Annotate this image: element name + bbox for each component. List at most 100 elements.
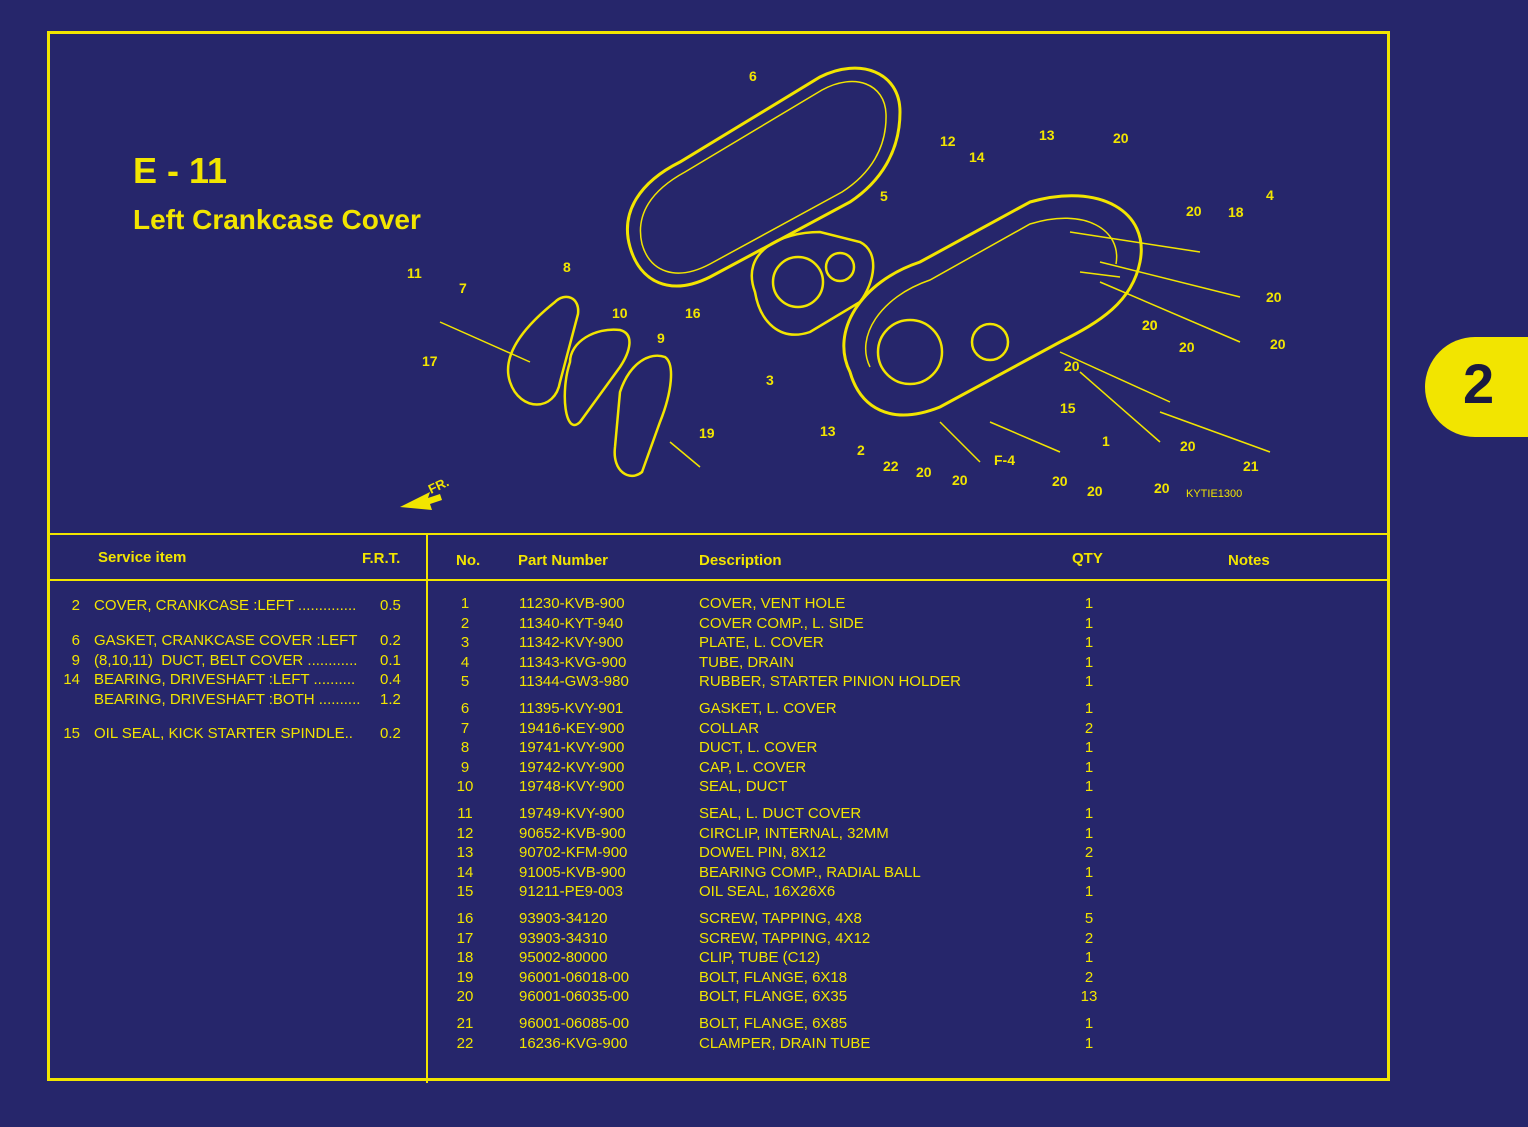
part-row-number: 19 xyxy=(456,969,474,986)
part-qty: 2 xyxy=(1084,720,1094,737)
part-row-number: 22 xyxy=(456,1035,474,1052)
part-row-number: 20 xyxy=(456,988,474,1005)
part-number: 11340-KYT-940 xyxy=(519,615,623,632)
part-qty: 1 xyxy=(1084,864,1094,881)
diagram-callout: 5 xyxy=(880,188,888,204)
diagram-callout: 4 xyxy=(1266,187,1274,203)
part-number-header: Part Number xyxy=(518,552,609,569)
service-item-frt: 0.2 xyxy=(380,632,401,649)
diagram-callout: 20 xyxy=(1087,483,1103,499)
diagram-callout: 20 xyxy=(1064,358,1080,374)
part-description: CLAMPER, DRAIN TUBE xyxy=(699,1035,871,1052)
figure-reference: KYTIE1300 xyxy=(1186,488,1243,500)
part-qty: 1 xyxy=(1084,595,1094,612)
part-number: 91211-PE9-003 xyxy=(519,883,623,900)
part-number: 11344-GW3-980 xyxy=(519,673,629,690)
service-item-number: 15 xyxy=(63,725,80,742)
part-description: CLIP, TUBE (C12) xyxy=(699,949,821,966)
part-row-number: 3 xyxy=(460,634,470,651)
part-description: DUCT, L. COVER xyxy=(699,739,818,756)
part-qty: 5 xyxy=(1084,910,1094,927)
part-description: OIL SEAL, 16X26X6 xyxy=(699,883,836,900)
section-tab[interactable]: 2 xyxy=(1425,337,1528,437)
service-item-number: 6 xyxy=(71,632,80,649)
plate-part xyxy=(750,230,875,336)
part-description: PLATE, L. COVER xyxy=(699,634,824,651)
part-qty: 1 xyxy=(1084,1035,1094,1052)
part-number: 93903-34120 xyxy=(519,910,608,927)
part-row-number: 15 xyxy=(456,883,474,900)
page-title: Left Crankcase Cover xyxy=(133,204,421,235)
service-item-frt: 0.1 xyxy=(380,652,401,669)
gasket-part xyxy=(625,66,902,288)
diagram-callout: 20 xyxy=(1186,203,1202,219)
duct-part xyxy=(506,295,673,478)
diagram-callout: 22 xyxy=(883,458,899,474)
crankcase-cover-part xyxy=(842,194,1143,417)
part-number: 93903-34310 xyxy=(519,930,608,947)
service-item-description: BEARING, DRIVESHAFT :BOTH .......... xyxy=(94,691,361,708)
diagram-callout: 17 xyxy=(422,353,438,369)
part-description: GASKET, L. COVER xyxy=(699,700,837,717)
part-row-number: 2 xyxy=(460,615,470,632)
diagram-callout: 20 xyxy=(952,472,968,488)
part-description: BOLT, FLANGE, 6X35 xyxy=(699,988,848,1005)
part-number: 95002-80000 xyxy=(519,949,608,966)
divider xyxy=(50,533,1388,535)
divider xyxy=(50,579,1388,581)
part-row-number: 14 xyxy=(456,864,474,881)
part-description: COLLAR xyxy=(699,720,760,737)
service-item-frt: 0.2 xyxy=(380,725,401,742)
service-item-number: 14 xyxy=(63,671,80,688)
part-row-number: 18 xyxy=(456,949,474,966)
part-number: 19741-KVY-900 xyxy=(519,739,625,756)
diagram-callout: 20 xyxy=(1266,289,1282,305)
part-row-number: 12 xyxy=(456,825,474,842)
divider xyxy=(426,535,428,1083)
diagram-callout: 20 xyxy=(1142,317,1158,333)
diagram-callout: 2 xyxy=(857,442,865,458)
part-qty: 1 xyxy=(1084,825,1094,842)
part-row-number: 16 xyxy=(456,910,474,927)
part-number: 90652-KVB-900 xyxy=(519,825,626,842)
part-qty: 2 xyxy=(1084,844,1094,861)
page-frame xyxy=(47,31,1390,1081)
part-description: CIRCLIP, INTERNAL, 32MM xyxy=(699,825,889,842)
part-description: COVER, VENT HOLE xyxy=(699,595,846,612)
part-qty: 1 xyxy=(1084,759,1094,776)
part-number: 11342-KVY-900 xyxy=(519,634,624,651)
part-qty: 1 xyxy=(1084,634,1094,651)
diagram-callout: 20 xyxy=(1113,130,1129,146)
part-description: RUBBER, STARTER PINION HOLDER xyxy=(699,673,961,690)
bolts xyxy=(439,231,1271,468)
diagram-callout: 20 xyxy=(1142,317,1158,333)
diagram-callout: 11 xyxy=(407,265,422,281)
part-row-number: 4 xyxy=(460,654,470,671)
part-qty: 1 xyxy=(1084,654,1094,671)
part-qty: 1 xyxy=(1084,739,1094,756)
part-number: 11230-KVB-900 xyxy=(519,595,625,612)
part-qty: 1 xyxy=(1084,1015,1094,1032)
part-description: DOWEL PIN, 8X12 xyxy=(699,844,826,861)
part-number: 19749-KVY-900 xyxy=(519,805,625,822)
part-number: 96001-06085-00 xyxy=(519,1015,630,1032)
part-qty: 1 xyxy=(1084,673,1094,690)
part-row-number: 11 xyxy=(457,805,473,822)
part-row-number: 1 xyxy=(460,595,470,612)
part-description: SCREW, TAPPING, 4X12 xyxy=(699,930,871,947)
part-qty: 1 xyxy=(1084,949,1094,966)
part-number: 19416-KEY-900 xyxy=(519,720,625,737)
qty-header: QTY xyxy=(1072,550,1103,567)
part-description: BEARING COMP., RADIAL BALL xyxy=(699,864,921,881)
service-item-description: GASKET, CRANKCASE COVER :LEFT xyxy=(94,632,358,649)
part-description: TUBE, DRAIN xyxy=(699,654,795,671)
diagram-callout: 16 xyxy=(685,305,701,321)
diagram-callout: 20 xyxy=(1270,336,1286,352)
diagram-callout: 20 xyxy=(916,464,932,480)
part-description: SEAL, DUCT xyxy=(699,778,788,795)
service-item-description: COVER, CRANKCASE :LEFT .............. xyxy=(94,597,357,614)
part-qty: 1 xyxy=(1084,700,1094,717)
diagram-callout: 10 xyxy=(612,305,628,321)
diagram-callout: 1 xyxy=(1102,433,1110,449)
diagram-callout: 15 xyxy=(1060,400,1076,416)
